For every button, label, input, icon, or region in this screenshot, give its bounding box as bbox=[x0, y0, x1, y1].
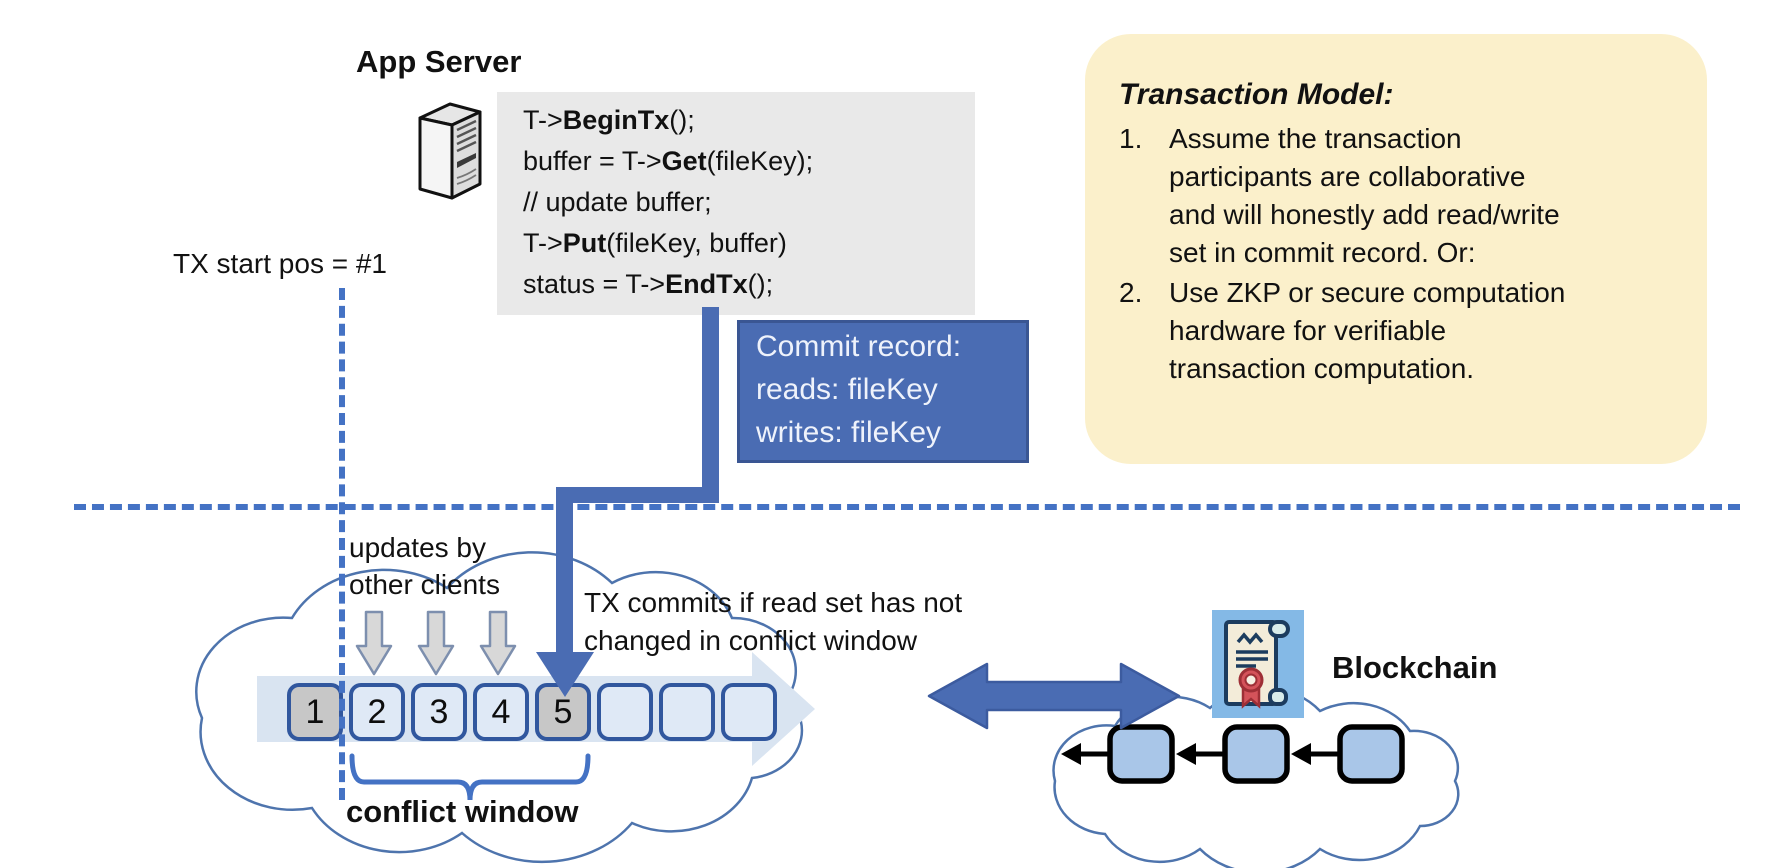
conflict-window-bracket-icon bbox=[349, 753, 591, 801]
transaction-model-note: Transaction Model: 1. Assume the transact… bbox=[1085, 34, 1707, 464]
code-line: status = T->EndTx(); bbox=[523, 269, 774, 299]
item-text: Assume the transaction participants are … bbox=[1169, 123, 1560, 268]
commit-record-line: writes: fileKey bbox=[756, 416, 942, 449]
code-line: // update buffer; bbox=[523, 187, 712, 217]
tx-commit-note: TX commits if read set has not changed i… bbox=[584, 587, 963, 656]
conflict-window-label: conflict window bbox=[346, 794, 579, 829]
chain-link-arrow-icon bbox=[1176, 743, 1196, 765]
transaction-model-title: Transaction Model: bbox=[1119, 78, 1394, 111]
transaction-model-item: 1. Assume the transaction participants ar… bbox=[1119, 120, 1681, 272]
item-number: 2. bbox=[1119, 277, 1143, 308]
transaction-model-list: 1. Assume the transaction participants ar… bbox=[1119, 120, 1681, 388]
code-line: buffer = T->Get(fileKey); bbox=[523, 146, 814, 176]
code-line: T->Put(fileKey, buffer) bbox=[523, 228, 787, 258]
item-text: Use ZKP or secure computation hardware f… bbox=[1169, 277, 1566, 384]
item-number: 1. bbox=[1119, 123, 1143, 154]
commit-arrow-head-icon bbox=[536, 652, 594, 697]
update-arrow-icon bbox=[417, 610, 455, 676]
chain-block bbox=[1107, 724, 1175, 784]
commit-arrow-segment bbox=[702, 307, 719, 497]
chain-link-arrow-icon bbox=[1291, 743, 1311, 765]
blockchain-label: Blockchain bbox=[1332, 650, 1498, 685]
update-arrow-icon bbox=[355, 610, 393, 676]
timeline-block: 3 bbox=[411, 683, 467, 741]
chain-block bbox=[1222, 724, 1290, 784]
commit-record-line: reads: fileKey bbox=[756, 373, 938, 406]
timeline-block: 4 bbox=[473, 683, 529, 741]
chain-link-arrow-icon bbox=[1061, 743, 1081, 765]
code-snippet: T->BeginTx(); buffer = T->Get(fileKey); //… bbox=[497, 92, 975, 315]
timeline-block bbox=[721, 683, 777, 741]
timeline-block: 1 bbox=[287, 683, 343, 741]
commit-record-box: Commit record: reads: fileKey writes: fi… bbox=[737, 320, 1029, 463]
sync-arrow-icon bbox=[927, 662, 1181, 730]
code-line: T->BeginTx(); bbox=[523, 105, 695, 135]
timeline-block bbox=[597, 683, 653, 741]
update-arrow-icon bbox=[479, 610, 517, 676]
code-lines: T->BeginTx(); buffer = T->Get(fileKey); //… bbox=[523, 100, 965, 305]
commit-arrow-segment bbox=[556, 487, 573, 655]
horizontal-dashed-divider bbox=[74, 504, 1740, 510]
timeline-block bbox=[659, 683, 715, 741]
tx-start-dashed-line bbox=[339, 288, 345, 800]
timeline-block: 2 bbox=[349, 683, 405, 741]
tx-start-label: TX start pos = #1 bbox=[173, 248, 387, 279]
commit-arrow-segment bbox=[556, 487, 719, 503]
transaction-model-item: 2. Use ZKP or secure computation hardware… bbox=[1119, 274, 1681, 388]
server-icon bbox=[418, 102, 482, 200]
commit-record-line: Commit record: bbox=[756, 330, 962, 363]
updates-by-clients-label: updates by other clients bbox=[349, 532, 500, 600]
update-arrows-icon bbox=[355, 610, 517, 676]
chain-block bbox=[1337, 724, 1405, 784]
blockchain-cloud-icon bbox=[1052, 686, 1460, 868]
app-server-title: App Server bbox=[356, 44, 522, 79]
certificate-icon bbox=[1212, 610, 1304, 718]
